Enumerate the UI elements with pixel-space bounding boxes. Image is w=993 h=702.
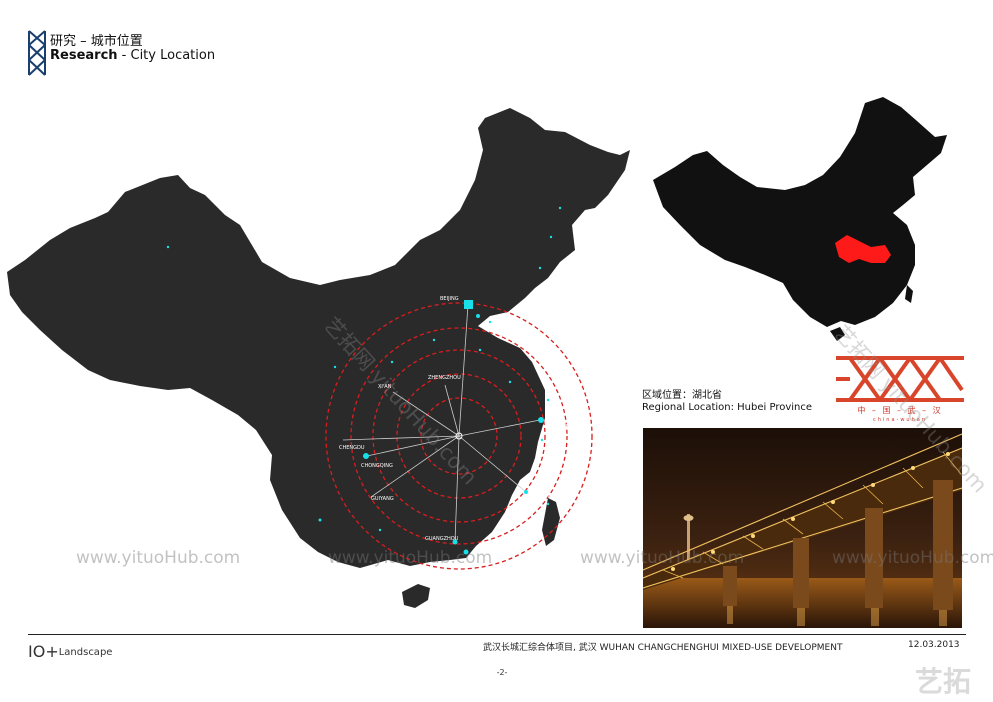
small-city-marker-icon xyxy=(390,360,394,364)
city-label-xian: XI'AN xyxy=(378,384,392,390)
city-label-guiyang: GUIYANG xyxy=(371,496,394,502)
footer-date: 12.03.2013 xyxy=(908,640,960,650)
fuzhou-marker-icon xyxy=(524,490,528,494)
small-city-marker-icon xyxy=(166,245,170,249)
shanghai-marker-icon xyxy=(538,417,544,423)
route-line-shanghai xyxy=(458,419,541,437)
route-line-fuzhou xyxy=(458,435,527,493)
city-label-shanghai: SHANGHAI xyxy=(546,422,583,430)
watermark-text: www.yituoHub.com xyxy=(76,548,241,568)
distance-ring-2 xyxy=(396,373,522,499)
city-label-chongqing: CHONGQING xyxy=(361,463,393,469)
watermark-text: www.yituoHub.com xyxy=(328,548,493,568)
small-city-marker-icon xyxy=(546,502,550,506)
small-city-marker-icon xyxy=(488,320,492,324)
guangzhou-marker-icon xyxy=(452,539,458,545)
small-city-marker-icon xyxy=(378,528,382,532)
chongqing-marker-icon xyxy=(363,453,369,459)
small-city-marker-icon xyxy=(476,314,480,318)
route-line-chongqing xyxy=(366,435,460,457)
route-line-zhengzhou xyxy=(444,384,460,437)
brand-mark: IO+ xyxy=(28,642,59,661)
page-number: -2- xyxy=(496,668,508,677)
china-locator-map xyxy=(653,97,947,341)
route-line-xian xyxy=(392,391,460,437)
footer-brand: IO+Landscape xyxy=(28,642,112,661)
route-line-beijing xyxy=(458,304,469,437)
china-mainland-shape xyxy=(7,108,630,568)
city-label-chengdu: CHENGDU xyxy=(339,445,365,451)
small-city-marker-icon xyxy=(538,266,542,270)
route-line-guangzhou xyxy=(454,435,460,543)
footer-project-title: 武汉长城汇综合体项目, 武汉 WUHAN CHANGCHENGHUI MIXED… xyxy=(483,643,843,653)
page-header: 研究 – 城市位置 Research - City Location xyxy=(28,30,328,80)
small-city-marker-icon xyxy=(508,380,512,384)
beijing-marker-icon xyxy=(464,300,473,309)
locator-taiwan-shape xyxy=(905,285,913,303)
page-title-en-rest: - City Location xyxy=(117,48,216,63)
watermark-text: www.yituoHub.com xyxy=(832,548,993,568)
small-city-marker-icon xyxy=(540,438,544,442)
emblem-latin: china-wuhan xyxy=(872,417,927,423)
distance-ring-1 xyxy=(420,397,498,475)
page-title-en: Research - City Location xyxy=(50,48,215,63)
wuhan-center-marker-icon xyxy=(455,432,463,440)
page-title-zh: 研究 – 城市位置 xyxy=(50,34,143,49)
hubei-province-highlight xyxy=(835,235,891,263)
city-label-fuzhou: FUZHOU xyxy=(530,494,552,500)
page-title-en-bold: Research xyxy=(50,48,118,63)
taiwan-island-shape xyxy=(542,498,560,546)
brand-sub: Landscape xyxy=(58,647,113,658)
hainan-island-shape xyxy=(402,584,430,608)
city-label-zhengzhou: ZHENGZHOU xyxy=(428,375,461,381)
distance-ring-3 xyxy=(372,349,546,523)
route-line-guiyang xyxy=(370,435,460,498)
city-label-guangzhou: GUANGZHOU xyxy=(425,536,459,542)
watermark-text: www.yituoHub.com xyxy=(580,548,745,568)
small-city-marker-icon xyxy=(546,398,550,402)
corner-watermark-logo: 艺拓 xyxy=(915,665,972,698)
locator-china-shape xyxy=(653,97,947,327)
small-city-marker-icon xyxy=(333,365,337,369)
small-city-marker-icon xyxy=(478,348,482,352)
city-label-beijing: BEIJING xyxy=(440,296,459,302)
small-city-marker-icon xyxy=(432,338,436,342)
locator-hainan-shape xyxy=(830,327,845,341)
distance-ring-5 xyxy=(325,302,593,570)
china-wuhan-emblem: 中 – 国 – 武 – 汉 china-wuhan xyxy=(836,355,964,425)
emblem-chars: 中 – 国 – 武 – 汉 xyxy=(857,406,943,415)
region-label-en: Regional Location: Hubei Province xyxy=(642,402,813,413)
footer-divider xyxy=(28,634,966,635)
distance-ring-4 xyxy=(350,327,568,545)
small-city-marker-icon xyxy=(318,518,322,522)
small-city-marker-icon xyxy=(558,206,562,210)
brand-lattice-icon xyxy=(28,30,46,76)
small-city-marker-icon xyxy=(549,235,553,239)
route-line-chengdu xyxy=(342,435,460,441)
region-label-zh: 区域位置：湖北省 xyxy=(642,390,722,401)
wuhan-bridge-night-photo xyxy=(643,428,962,628)
china-city-map: BEIJING SHANGHAI ZHENGZHOU XI'AN CHENGDU… xyxy=(7,108,630,608)
hongkong-marker-icon xyxy=(463,549,469,555)
emblem-lattice-icon xyxy=(836,356,964,402)
